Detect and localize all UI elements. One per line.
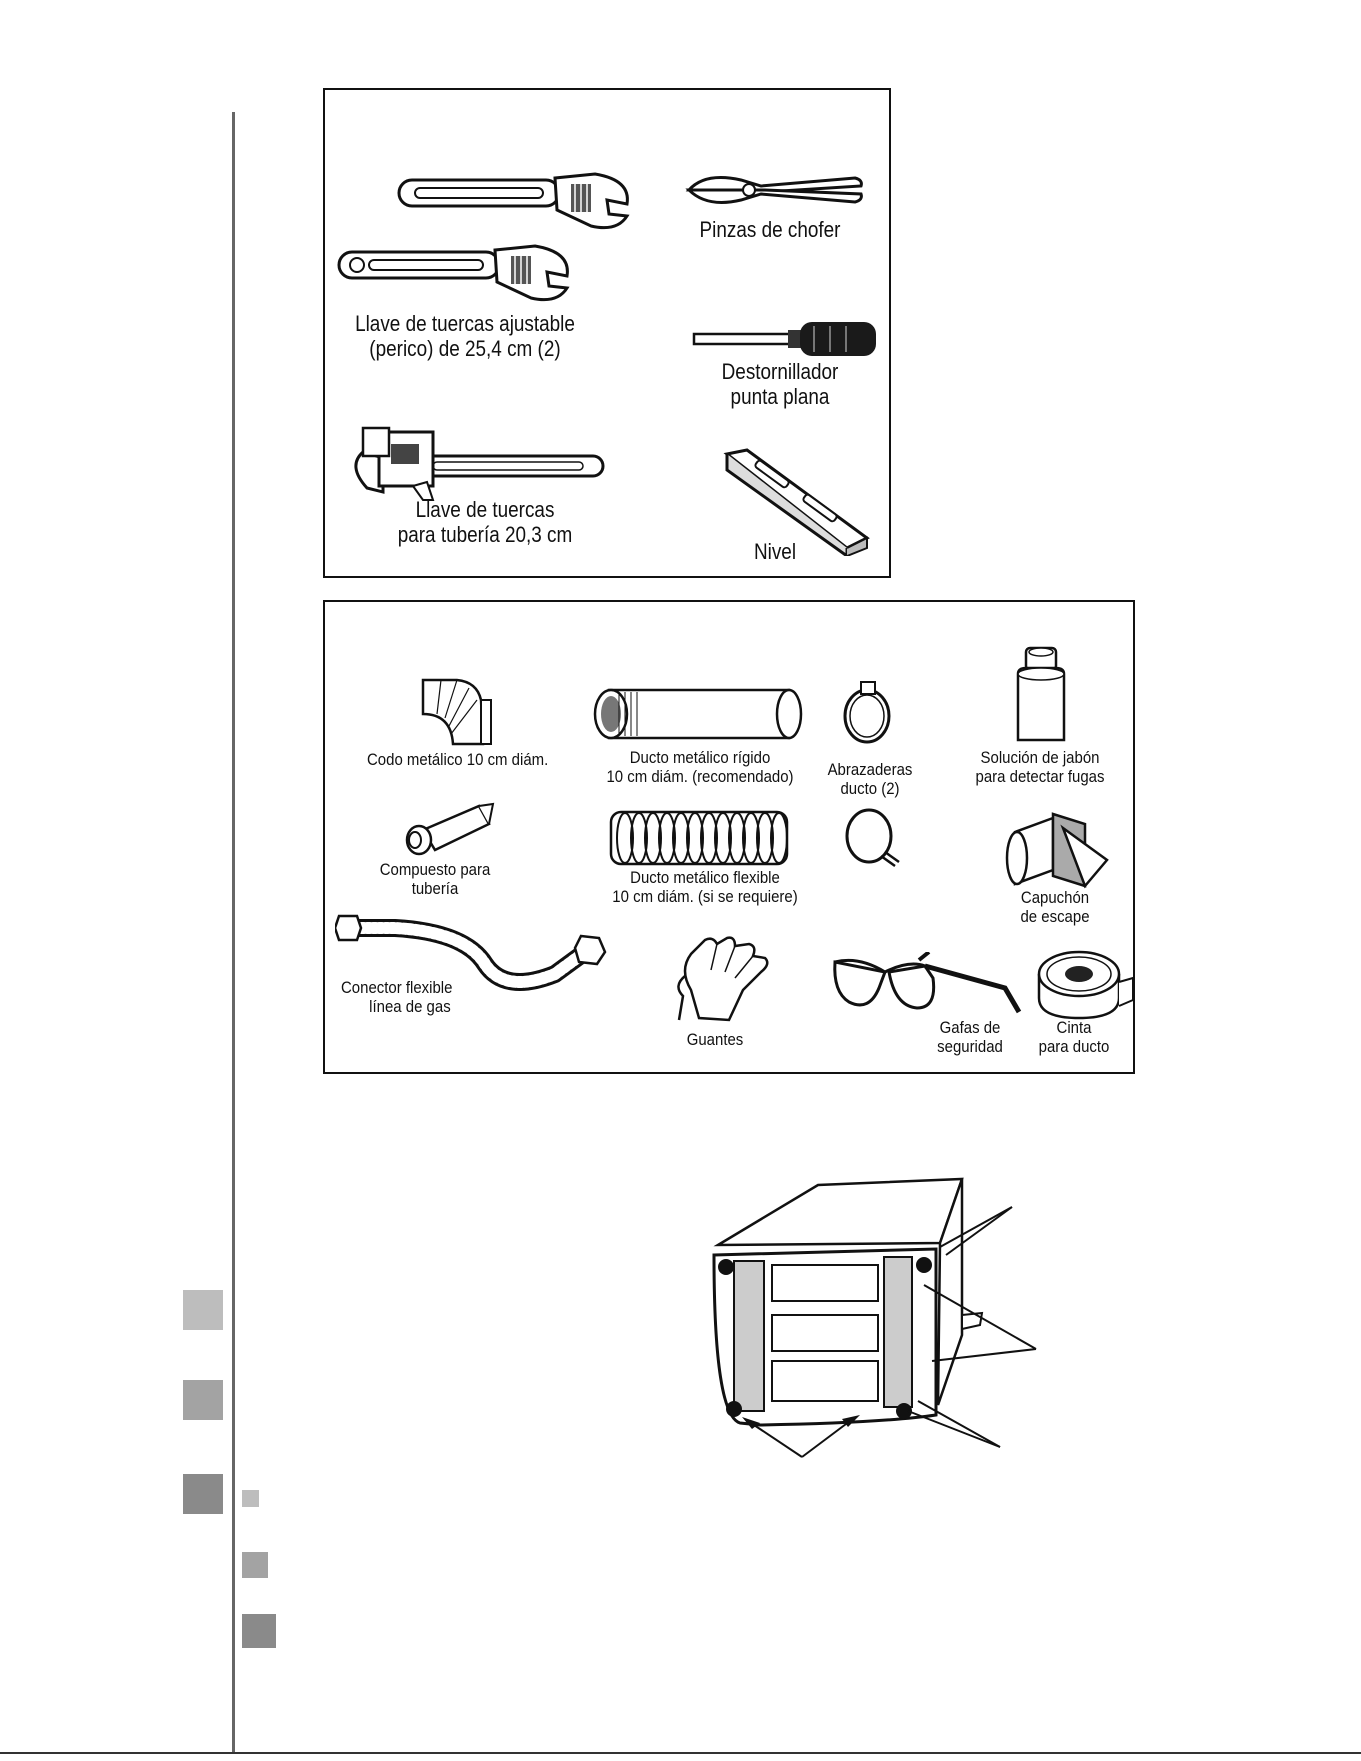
dryer-back-illustration <box>712 1177 1037 1458</box>
section-tab-light <box>183 1290 223 1330</box>
rigid-duct-icon <box>593 688 803 740</box>
pipe-wrench-label: Llave de tuercas para tubería 20,3 cm <box>397 497 573 547</box>
legend-square-mid <box>242 1552 268 1578</box>
rigid-duct-label: Ducto metálico rígido 10 cm diám. (recom… <box>606 748 794 787</box>
flexible-duct-label: Ducto metálico flexible 10 cm diám. (si … <box>612 868 798 907</box>
gas-connector-icon <box>335 914 607 991</box>
adjustable-wrench-icon <box>337 244 570 302</box>
gas-connector-label: Conector flexible línea de gas <box>341 978 453 1017</box>
screwdriver-label: Destornillador punta plana <box>721 359 839 409</box>
level-label: Nivel <box>753 539 797 564</box>
level-icon <box>723 448 870 556</box>
gloves-icon <box>677 936 769 1022</box>
screwdriver-icon <box>692 322 876 356</box>
pliers-label: Pinzas de chofer <box>699 217 841 242</box>
exhaust-hood-icon <box>1005 812 1109 889</box>
legend-square-dark <box>242 1614 276 1648</box>
adjustable-wrench-label: Llave de tuercas ajustable (perico) de 2… <box>355 311 575 361</box>
gloves-label: Guantes <box>686 1030 744 1049</box>
section-tab-dark <box>183 1474 223 1514</box>
duct-clamps-label: Abrazaderas ducto (2) <box>827 760 913 799</box>
margin-rule <box>232 112 235 1752</box>
legend-square-light <box>242 1490 259 1507</box>
soap-solution-label: Solución de jabón para detectar fugas <box>975 748 1105 787</box>
duct-clamp-icon <box>845 808 900 868</box>
pipe-compound-icon <box>405 802 495 856</box>
duct-elbow-icon <box>421 678 492 746</box>
page-bottom-border <box>0 1752 1361 1754</box>
pliers-icon <box>685 176 863 204</box>
duct-clamp-icon <box>843 681 891 744</box>
section-tab-mid <box>183 1380 223 1420</box>
pipe-compound-label: Compuesto para tubería <box>379 860 491 899</box>
tools-panel: Llave de tuercas ajustable (perico) de 2… <box>323 88 891 578</box>
duct-tape-icon <box>1037 950 1134 1020</box>
supplies-panel: Codo metálico 10 cm diám. Ducto metálico… <box>323 600 1135 1074</box>
exhaust-hood-label: Capuchón de escape <box>1020 888 1090 927</box>
duct-tape-label: Cinta para ducto <box>1038 1018 1110 1057</box>
duct-elbow-label: Codo metálico 10 cm diám. <box>367 750 549 769</box>
flexible-duct-icon <box>609 810 789 866</box>
soap-bottle-icon <box>1016 646 1066 742</box>
safety-glasses-icon <box>833 952 1022 1014</box>
safety-glasses-label: Gafas de seguridad <box>937 1018 1003 1057</box>
pipe-wrench-icon <box>354 426 605 501</box>
adjustable-wrench-icon <box>397 172 630 230</box>
